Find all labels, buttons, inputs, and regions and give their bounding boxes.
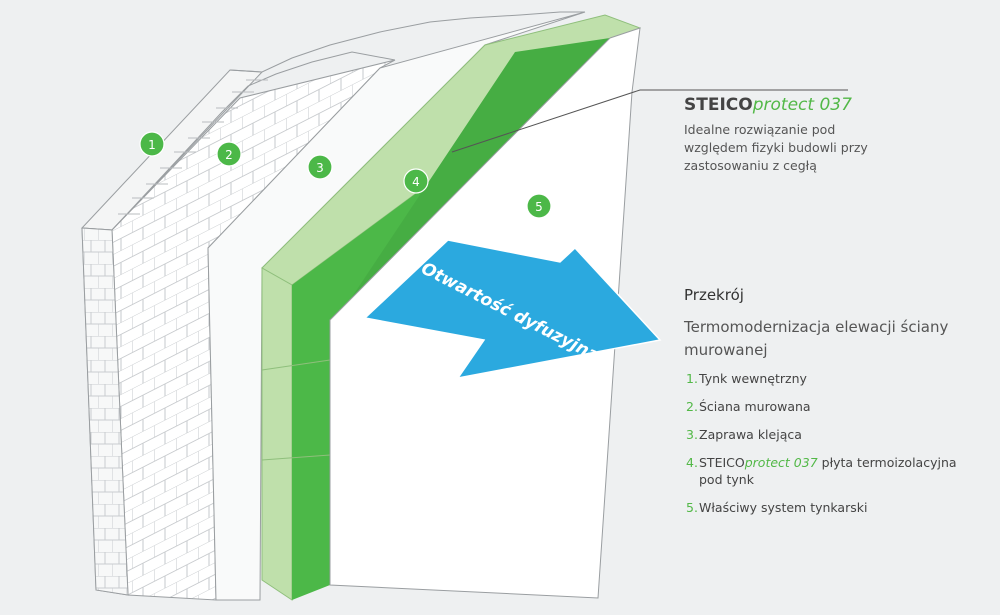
svg-text:2: 2 [225,148,233,162]
layer-legend: 1.Tynk wewnętrzny 2.Ściana murowana 3.Za… [686,370,971,527]
product-title: STEICOprotect 037 [684,95,852,115]
legend-item-5: 5.Właściwy system tynkarski [686,500,868,515]
legend-item-1: 1.Tynk wewnętrzny [686,371,807,386]
marker-2: 2 [216,141,242,167]
svg-text:3: 3 [316,161,324,175]
product-description: Idealne rozwiązanie pod względem fizyki … [684,122,868,173]
legend-item-4: 4.STEICOprotect 037 płyta termoizolacyjn… [686,455,957,487]
marker-3: 3 [307,154,333,180]
diffusion-arrow: Otwartość dyfuzyjna [363,239,662,380]
layer-insulation-board [261,14,642,601]
section-subtitle: Termomodernizacja elewacji ściany murowa… [684,318,949,359]
marker-4: 4 [403,168,429,194]
product-model: protect 037 [752,95,852,115]
section-title: Przekrój [684,286,744,304]
product-leader-line [451,89,848,153]
svg-text:4: 4 [412,175,420,189]
layer-brick-wall [81,11,585,601]
svg-text:5: 5 [535,200,543,214]
marker-1: 1 [139,131,165,157]
marker-5: 5 [526,193,552,219]
svg-text:1: 1 [148,138,156,152]
legend-item-3: 3.Zaprawa klejąca [686,427,802,442]
product-brand: STEICO [684,95,753,115]
legend-item-2: 2.Ściana murowana [686,399,811,414]
layer-adhesive-mortar [207,11,586,601]
